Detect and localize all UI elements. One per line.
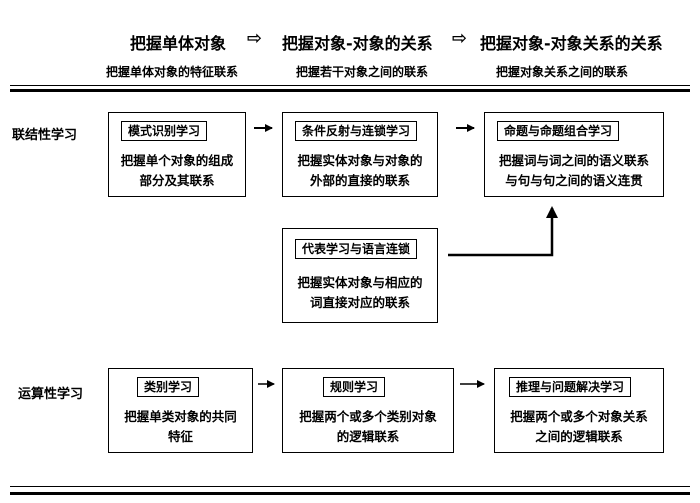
box-desc: 把握实体对象与对象的 外部的直接的联系 [297,153,423,188]
box-tag: 类别学习 [137,377,200,397]
box-desc: 把握单个对象的组成 部分及其联系 [120,153,234,188]
box-tag: 推理与问题解决学习 [509,377,632,397]
box-desc: 把握单类对象的共同 特征 [124,409,237,444]
box-desc: 把握词与词之间的语义联系 与句与句之间的语义连贯 [498,153,649,188]
row-label-operational: 运算性学习 [18,387,84,402]
box-desc: 把握两个或多个类别对象 的逻辑联系 [299,409,437,444]
box-pattern-recognition: 模式识别学习 把握单个对象的组成 部分及其联系 [108,112,246,197]
stage-1-subtitle: 把握单体对象的特征联系 [106,65,239,79]
box-representation-language: 代表学习与语言连锁 把握实体对象与相应的 词直接对应的联系 [282,228,438,323]
stage-2-title: 把握对象-对象的关系 [282,34,433,53]
header-rule-top [10,85,690,86]
box-desc: 把握实体对象与相应的 词直接对应的联系 [297,275,423,310]
box-tag: 命题与命题组合学习 [497,121,620,141]
box-desc: 把握两个或多个对象关系 之间的逻辑联系 [510,409,648,444]
stage-arrow-2-icon: ⇨ [452,28,468,49]
box-tag: 条件反射与连锁学习 [295,121,418,141]
stage-arrow-1-icon: ⇨ [247,28,263,49]
stage-1-title: 把握单体对象 [130,34,227,53]
header-rule-bottom [10,89,690,92]
stage-2-subtitle: 把握若干对象之间的联系 [296,65,429,79]
box-category-learning: 类别学习 把握单类对象的共同 特征 [108,368,253,453]
footer-rule-bottom [10,492,690,495]
box-proposition: 命题与命题组合学习 把握词与词之间的语义联系 与句与句之间的语义连贯 [484,112,664,197]
row-label-associative: 联结性学习 [12,128,78,143]
box-conditioning-chain: 条件反射与连锁学习 把握实体对象与对象的 外部的直接的联系 [282,112,438,197]
footer-rule-top [10,486,690,487]
box-rule-learning: 规则学习 把握两个或多个类别对象 的逻辑联系 [282,368,454,453]
box-tag: 模式识别学习 [121,121,208,141]
arrow-middle-to-proposition [448,206,558,257]
box-reasoning-problem-solving: 推理与问题解决学习 把握两个或多个对象关系 之间的逻辑联系 [494,368,664,453]
stage-3-title: 把握对象-对象关系的关系 [480,34,663,53]
box-tag: 代表学习与语言连锁 [295,239,418,259]
stage-3-subtitle: 把握对象关系之间的联系 [496,65,629,79]
box-tag: 规则学习 [323,377,386,397]
